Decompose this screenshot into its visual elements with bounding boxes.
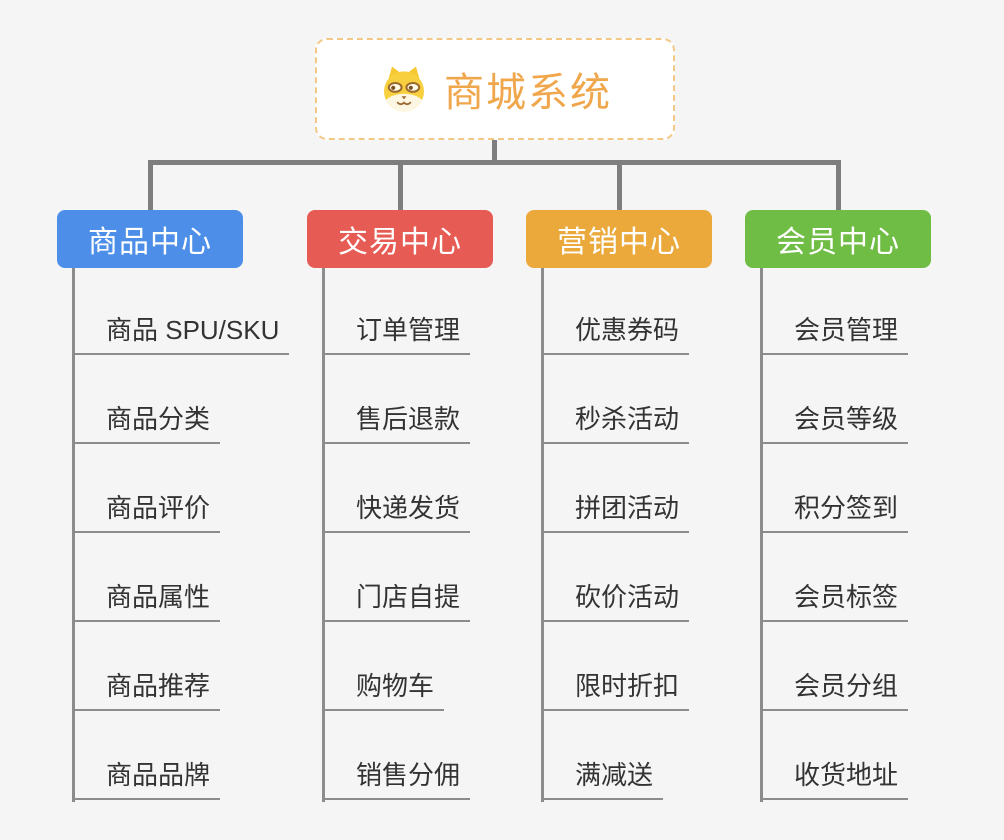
root-title: 商城系统: [444, 71, 612, 115]
shiba-dog-icon: [384, 66, 424, 112]
subtopic-node[interactable]: 会员等级: [760, 399, 909, 444]
subtopic-node[interactable]: 门店自提: [322, 577, 471, 622]
branch-subtree-trade: 订单管理 售后退款 快递发货 门店自提 购物车 销售分佣: [322, 0, 552, 840]
subtopic-node[interactable]: 购物车: [322, 666, 445, 711]
subtopic-node[interactable]: 商品分类: [72, 399, 221, 444]
subtopic-node[interactable]: 商品属性: [72, 577, 221, 622]
connector-subtree-line: [72, 268, 75, 802]
subtopic-node[interactable]: 商品 SPU/SKU: [72, 310, 290, 355]
subtopic-node[interactable]: 会员管理: [760, 310, 909, 355]
branch-header-label: 交易中心: [338, 226, 462, 259]
connector-subtree-line: [322, 268, 325, 802]
subtopic-node[interactable]: 销售分佣: [322, 755, 471, 800]
connector-bus: [148, 160, 841, 165]
subtopic-node[interactable]: 限时折扣: [541, 666, 690, 711]
branch-subtree-marketing: 优惠券码 秒杀活动 拼团活动 砍价活动 限时折扣 满减送: [541, 0, 771, 840]
subtopic-node[interactable]: 快递发货: [322, 488, 471, 533]
connector-drop-marketing: [617, 160, 622, 210]
subtopic-node[interactable]: 售后退款: [322, 399, 471, 444]
branch-subtree-member: 会员管理 会员等级 积分签到 会员标签 会员分组 收货地址: [760, 0, 990, 840]
branch-header-trade-center[interactable]: 交易中心: [307, 210, 493, 268]
branch-header-label: 商品中心: [88, 226, 212, 259]
subtopic-node[interactable]: 砍价活动: [541, 577, 690, 622]
subtopic-node[interactable]: 秒杀活动: [541, 399, 690, 444]
connector-drop-product: [148, 160, 153, 210]
connector-root-drop: [492, 140, 497, 162]
connector-subtree-line: [541, 268, 544, 802]
branch-header-member-center[interactable]: 会员中心: [745, 210, 931, 268]
subtopic-node[interactable]: 收货地址: [760, 755, 909, 800]
subtopic-node[interactable]: 商品品牌: [72, 755, 221, 800]
branch-header-label: 会员中心: [776, 226, 900, 259]
subtopic-node[interactable]: 拼团活动: [541, 488, 690, 533]
subtopic-node[interactable]: 优惠券码: [541, 310, 690, 355]
branch-header-label: 营销中心: [557, 226, 681, 259]
branch-header-product-center[interactable]: 商品中心: [57, 210, 243, 268]
connector-drop-trade: [398, 160, 403, 210]
subtopic-node[interactable]: 满减送: [541, 755, 664, 800]
subtopic-node[interactable]: 会员标签: [760, 577, 909, 622]
connector-subtree-line: [760, 268, 763, 802]
subtopic-node[interactable]: 商品评价: [72, 488, 221, 533]
subtopic-node[interactable]: 订单管理: [322, 310, 471, 355]
branch-subtree-product: 商品 SPU/SKU 商品分类 商品评价 商品属性 商品推荐 商品品牌: [72, 0, 302, 840]
connector-drop-member: [836, 160, 841, 210]
subtopic-node[interactable]: 商品推荐: [72, 666, 221, 711]
subtopic-node[interactable]: 会员分组: [760, 666, 909, 711]
root-node-mall-system[interactable]: 商城系统: [315, 38, 675, 140]
subtopic-node[interactable]: 积分签到: [760, 488, 909, 533]
branch-header-marketing-center[interactable]: 营销中心: [526, 210, 712, 268]
